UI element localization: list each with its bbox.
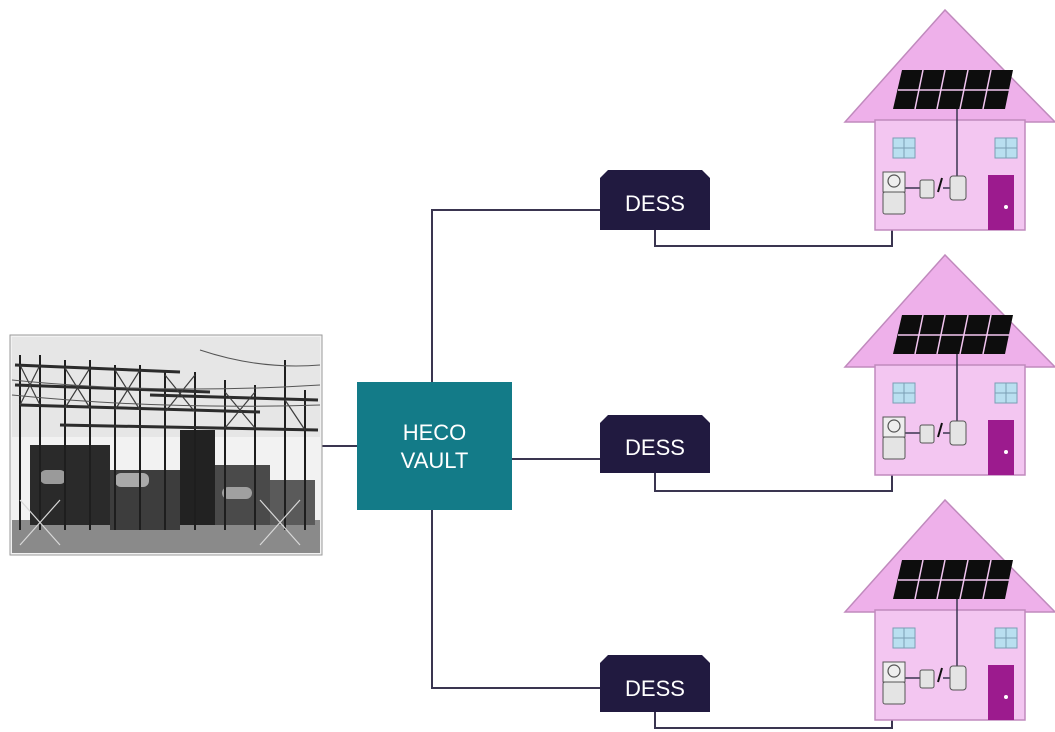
heco-vault: HECO VAULT [357,382,512,510]
heco-vault-box [357,382,512,510]
dess-box [600,170,710,230]
house-icon [844,9,1055,231]
house-3 [844,499,1055,721]
substation-photo [9,334,323,556]
dess-unit-2: DESS [600,415,710,473]
house-icon [844,254,1055,476]
wire-dess-house-2 [654,468,893,492]
wire-vault-dess-1 [431,209,600,382]
dess-unit-3: DESS [600,655,710,712]
dess-box [600,655,710,712]
dess-box [600,415,710,473]
wire-dess-house-1 [654,222,893,247]
dess-label: DESS [625,676,685,701]
dess-label: DESS [625,435,685,460]
wire-vault-dess-3 [431,510,600,689]
house-icon [844,499,1055,721]
dess-unit-1: DESS [600,170,710,230]
house-2 [844,254,1055,476]
heco-vault-label-line1: HECO [403,420,467,445]
house-1 [844,9,1055,231]
dess-label: DESS [625,191,685,216]
wires [322,209,893,729]
heco-vault-label-line2: VAULT [401,448,469,473]
wire-dess-house-3 [654,710,893,729]
